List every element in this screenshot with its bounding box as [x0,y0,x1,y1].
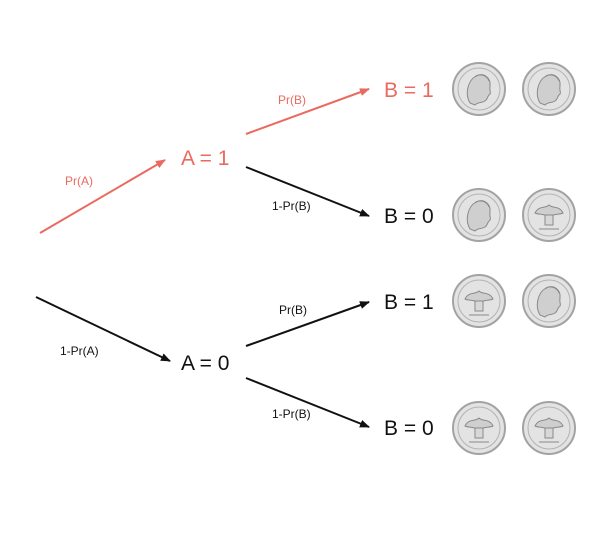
edge-a0-to-b1 [245,301,370,347]
node-a1-b0: B = 0 [384,205,434,228]
edge-root-to-a1 [39,159,166,234]
edge-label-a1-b1: Pr(B) [278,93,306,107]
edge-label-a1-b0: 1-Pr(B) [272,199,311,213]
tails-coin-icon [452,274,506,328]
edge-label-a0-b1: Pr(B) [279,303,307,317]
edge-a1-to-b1 [245,88,370,135]
node-a0-b1: B = 1 [384,291,434,314]
node-a1-b1: B = 1 [384,79,434,102]
tails-coin-icon [522,401,576,455]
edge-label-a0-b0: 1-Pr(B) [272,407,311,421]
node-a1: A = 1 [181,147,229,170]
tails-coin-icon [452,401,506,455]
edge-a0-to-b0 [245,377,370,428]
node-a0: A = 0 [181,352,229,375]
heads-coin-icon [452,62,506,116]
heads-coin-icon [522,274,576,328]
tails-coin-icon [522,188,576,242]
edge-label-root-a0: 1-Pr(A) [60,344,99,358]
heads-coin-icon [452,188,506,242]
node-a0-b0: B = 0 [384,417,434,440]
edge-label-root-a1: Pr(A) [65,174,93,188]
edge-root-to-a0 [35,296,171,362]
heads-coin-icon [522,62,576,116]
edge-a1-to-b0 [245,166,370,217]
